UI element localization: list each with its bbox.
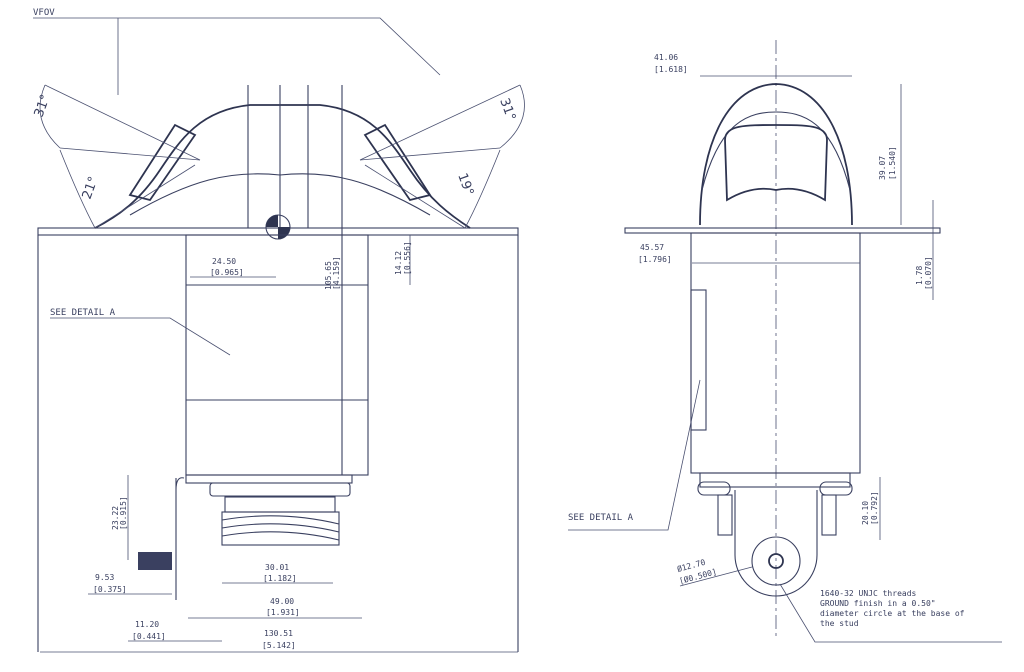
dim-9-53-in: [0.375] (93, 585, 127, 594)
fov-ray (359, 84, 521, 161)
side-base (699, 472, 851, 488)
dim-9-53: 9.53 (95, 573, 114, 582)
angle-arc (464, 149, 501, 229)
dim-41-06-in: [1.618] (654, 65, 688, 74)
dome-side (699, 83, 853, 226)
dim-11-20: 11.20 (135, 620, 159, 629)
right-window (363, 123, 432, 202)
thread-lines (221, 515, 340, 541)
stud-hole (768, 553, 784, 569)
detail-leader-right (568, 379, 701, 531)
dim-49-00: 49.00 (270, 597, 294, 606)
dim-41-06: 41.06 (654, 53, 678, 62)
dim-1-78: 1.78 (915, 266, 924, 285)
dim-30-01-in: [1.182] (263, 574, 297, 583)
angle-arc (39, 84, 61, 149)
dim-39-07: 39.07 (878, 156, 887, 180)
dim-45-57-in: [1.796] (638, 255, 672, 264)
fov-ray (44, 84, 201, 161)
dim-130-51: 130.51 (264, 629, 293, 638)
dim-leader (679, 566, 753, 587)
left-spring (717, 494, 733, 536)
fov-ray (59, 147, 201, 161)
base-plate (185, 474, 353, 484)
note-line: GROUND finish in a 0.50" (820, 599, 936, 608)
right-spring (821, 494, 837, 536)
left-window (128, 123, 197, 202)
note-leader (779, 583, 1002, 643)
dim-23-22-in: [0.915] (119, 496, 128, 530)
note-line: the stud (820, 619, 859, 628)
stud-section (751, 536, 801, 586)
dim-20-10-in: [0.792] (870, 491, 879, 525)
fov-ray (359, 147, 501, 161)
vfov-leader (33, 17, 441, 76)
dim-105-65: 105.65 (324, 261, 333, 290)
datum-fill (266, 215, 278, 227)
dim-39-07-in: [1.540] (888, 146, 897, 180)
angle-arc (499, 84, 525, 149)
ground-lug (138, 552, 172, 570)
dim-49-00-in: [1.931] (266, 608, 300, 617)
angle-bottom-right: 19° (454, 171, 476, 198)
note-line: 1640-32 UNJC threads (820, 589, 917, 598)
mounting-plate-right (624, 227, 941, 234)
thread-note: 1640-32 UNJC threads GROUND finish in a … (820, 589, 965, 628)
fov-ray (94, 164, 196, 229)
dim-130-51-in: [5.142] (262, 641, 296, 650)
angle-top-right: 31° (496, 96, 518, 123)
angle-bottom-left: 21° (80, 175, 102, 202)
side-panel (690, 289, 707, 431)
angle-arc (59, 149, 96, 229)
dim-11-20-in: [0.441] (132, 632, 166, 641)
threaded-connector (221, 511, 340, 546)
dome-outline (94, 104, 471, 229)
sensor-body-side (690, 232, 861, 474)
dim-1-78-in: [0.070] (924, 256, 933, 290)
connector-housing (734, 490, 818, 597)
angle-top-left: 31° (32, 93, 54, 120)
dim-105-65-in: [4.159] (332, 256, 341, 290)
dim-24-50: 24.50 (212, 257, 236, 266)
right-lug (819, 481, 853, 496)
dome-inner-side (701, 111, 851, 191)
left-view: VFOV 31° 21° 31° 19° (32, 8, 525, 653)
left-lug (697, 481, 731, 496)
vfov-label: VFOV (33, 8, 55, 18)
dim-23-22: 23.22 (111, 506, 120, 530)
detail-leader (50, 317, 231, 356)
fov-ray (364, 164, 466, 229)
dim-45-57: 45.57 (640, 243, 664, 252)
note-line: diameter circle at the base of (820, 609, 965, 618)
dim-30-01: 30.01 (265, 563, 289, 572)
right-view: 41.06 [1.618] 39.07 [1.540] 45.57 [1.796… (568, 40, 1002, 643)
dim-24-50-in: [0.965] (210, 268, 244, 277)
ground-stud (175, 477, 185, 600)
connector-neck (224, 496, 336, 513)
see-detail-a-label-right: SEE DETAIL A (568, 513, 634, 523)
datum-fill (278, 227, 290, 239)
dim-14-12-in: [0.556] (403, 241, 412, 275)
dim-14-12: 14.12 (394, 251, 403, 275)
base-flange (209, 482, 351, 497)
window-front (724, 124, 828, 202)
see-detail-a-label: SEE DETAIL A (50, 308, 116, 318)
dim-20-10: 20.10 (861, 501, 870, 525)
